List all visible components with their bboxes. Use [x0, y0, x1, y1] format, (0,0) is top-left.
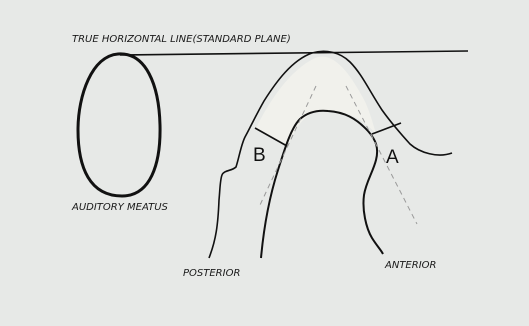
label-posterior: POSTERIOR — [183, 268, 240, 279]
label-true-horizontal-line: TRUE HORIZONTAL LINE(STANDARD PLANE) — [72, 34, 291, 45]
label-auditory-meatus: AUDITORY MEATUS — [71, 202, 169, 213]
label-anterior: ANTERIOR — [384, 260, 436, 271]
label-point-a: A — [386, 147, 399, 168]
label-point-b: B — [253, 145, 266, 166]
